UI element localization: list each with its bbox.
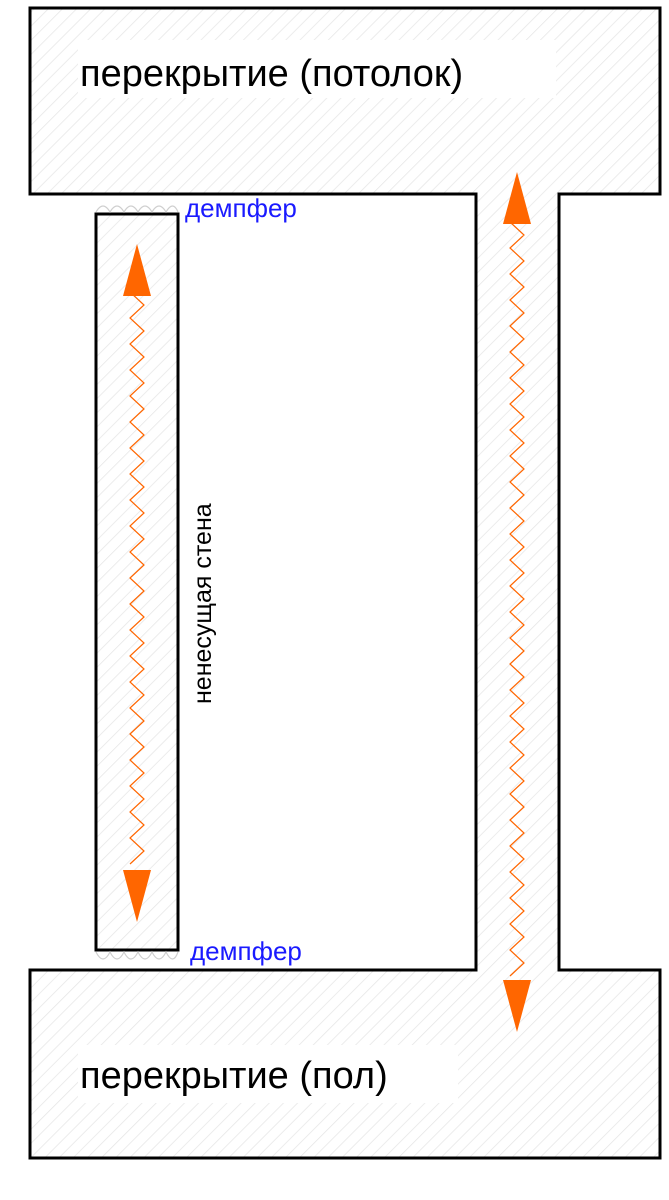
- ceiling-slab-label: перекрытие (потолок): [80, 53, 463, 95]
- damper-top-strip: [95, 205, 179, 214]
- partition-wall: [94, 212, 180, 952]
- arrow-down-icon: [123, 870, 151, 922]
- zigzag-line-icon: [509, 221, 525, 977]
- zigzag-line-icon: [129, 291, 145, 865]
- arrow-up-icon: [503, 172, 531, 224]
- floor-slab-label: перекрытие (пол): [80, 1055, 388, 1097]
- arrow-up-icon: [123, 244, 151, 296]
- damper-bottom-strip: [95, 950, 179, 960]
- damper-top-label: демпфер: [185, 193, 297, 223]
- arrow-down-icon: [503, 980, 531, 1032]
- partition-wall-label: ненесущая стена: [189, 503, 217, 704]
- damper-bottom-label: демпфер: [190, 936, 302, 966]
